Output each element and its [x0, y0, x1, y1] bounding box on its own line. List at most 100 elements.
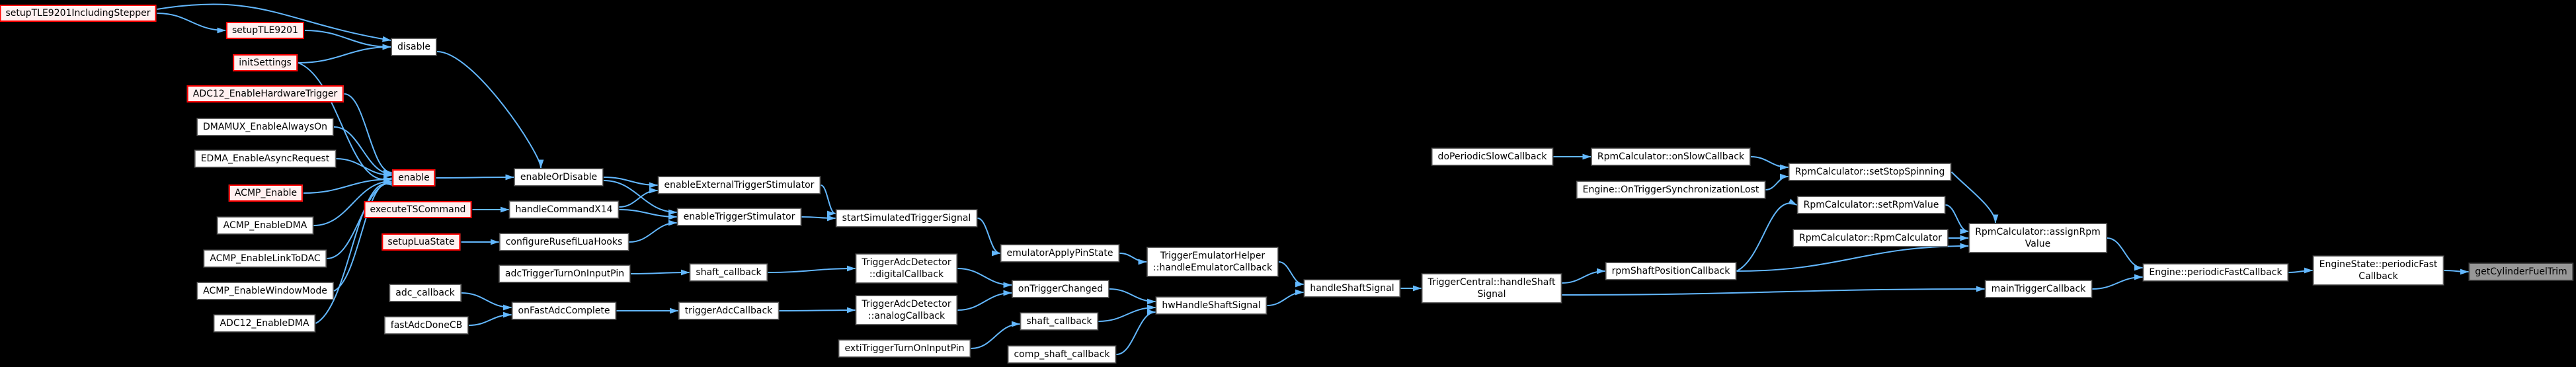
graph-node-label: handleShaftSignal [1310, 283, 1394, 294]
graph-node-label: onFastAdcComplete [518, 306, 610, 316]
graph-node-executeTSCommand[interactable]: executeTSCommand [364, 201, 472, 218]
edge-configureRusefiLuaHooks-to-enableTriggerStimulator [629, 220, 677, 243]
graph-node-label: triggerAdcCallback [684, 306, 773, 316]
graph-node-label: adc_callback [395, 288, 455, 298]
graph-node-ACMP_EnableLinkToDAC[interactable]: ACMP_EnableLinkToDAC [204, 250, 327, 267]
graph-node-doPeriodicSlowCallback[interactable]: doPeriodicSlowCallback [1431, 148, 1553, 165]
edge-shaft_callback_1-to-TriggerAdcDetector_digitalCallback [768, 265, 856, 273]
edge-enableTriggerStimulator-to-startSimulatedTriggerSignal [801, 215, 836, 222]
graph-node-label: Signal [1477, 289, 1506, 300]
graph-node-configureRusefiLuaHooks[interactable]: configureRusefiLuaHooks [499, 233, 629, 251]
graph-node-EDMA_EnableAsyncRequest[interactable]: EDMA_EnableAsyncRequest [194, 150, 336, 167]
graph-node-hwHandleShaftSignal[interactable]: hwHandleShaftSignal [1156, 297, 1267, 314]
edge-setupTLE9201IncludingStepper-to-disable [157, 3, 391, 42]
edge-EDMA_EnableAsyncRequest-to-enable [336, 158, 392, 179]
graph-node-RpmCalculator_onSlowCallback[interactable]: RpmCalculator::onSlowCallback [1591, 148, 1751, 165]
graph-node-setupLuaState[interactable]: setupLuaState [382, 233, 461, 251]
graph-node-TriggerEmulatorHelper_handleEmulatorCallback[interactable]: TriggerEmulatorHelper::handleEmulatorCal… [1147, 247, 1279, 276]
graph-node-label: enableExternalTriggerStimulator [664, 180, 815, 190]
graph-node-RpmCalculator_setStopSpinning[interactable]: RpmCalculator::setStopSpinning [1789, 163, 1951, 181]
graph-node-ACMP_EnableWindowMode[interactable]: ACMP_EnableWindowMode [197, 282, 333, 300]
graph-node-handleCommandX14[interactable]: handleCommandX14 [509, 201, 619, 218]
edge-TriggerAdcDetector_analogCallback-to-onTriggerChanged [957, 290, 1012, 311]
graph-node-triggerAdcCallback[interactable]: triggerAdcCallback [678, 302, 779, 319]
graph-node-extiTriggerTurnOnInputPin[interactable]: extiTriggerTurnOnInputPin [838, 340, 971, 357]
graph-node-enable[interactable]: enable [392, 169, 436, 186]
edge-startSimulatedTriggerSignal-to-emulatorApplyPinState [977, 218, 1000, 257]
graph-node-label: TriggerCentral::handleShaft [1428, 277, 1556, 288]
graph-node-ACMP_EnableDMA[interactable]: ACMP_EnableDMA [217, 217, 313, 234]
edge-enableOrDisable-to-enableTriggerStimulator [603, 180, 677, 216]
graph-node-label: doPeriodicSlowCallback [1437, 151, 1547, 162]
graph-node-adc_callback[interactable]: adc_callback [389, 284, 461, 302]
graph-node-label: startSimulatedTriggerSignal [842, 213, 971, 224]
graph-node-shaft_callback_2[interactable]: shaft_callback [1020, 313, 1098, 330]
graph-node-ACMP_Enable[interactable]: ACMP_Enable [228, 184, 303, 202]
graph-node-onTriggerChanged[interactable]: onTriggerChanged [1012, 280, 1109, 298]
edge-Engine_periodicFastCallback-to-EngineState_periodicFastCallback [2288, 267, 2313, 274]
edge-enableOrDisable-to-enableExternalTriggerStimulator [603, 177, 658, 188]
graph-node-RpmCalculator_setRpmValue[interactable]: RpmCalculator::setRpmValue [1797, 196, 1945, 214]
graph-node-label: hwHandleShaftSignal [1162, 300, 1261, 311]
graph-node-fastAdcDoneCB[interactable]: fastAdcDoneCB [384, 317, 469, 334]
graph-node-DMAMUX_EnableAlwaysOn[interactable]: DMAMUX_EnableAlwaysOn [196, 118, 334, 136]
graph-node-disable[interactable]: disable [391, 38, 437, 56]
graph-node-mainTriggerCallback[interactable]: mainTriggerCallback [1985, 280, 2092, 298]
graph-node-label: TriggerEmulatorHelper [1160, 251, 1266, 261]
edge-initSettings-to-enable [298, 62, 392, 184]
graph-node-label: Engine::OnTriggerSynchronizationLost [1582, 184, 1759, 195]
graph-node-getCylinderFuelTrim: getCylinderFuelTrim [2469, 263, 2573, 280]
graph-node-ADC12_EnableDMA[interactable]: ADC12_EnableDMA [214, 315, 315, 332]
graph-node-label: onTriggerChanged [1018, 284, 1104, 294]
edge-ADC12_EnableDMA-to-enable [315, 179, 392, 324]
edge-mainTriggerCallback-to-Engine_periodicFastCallback [2092, 274, 2143, 290]
graph-node-adcTriggerTurnOnInputPin[interactable]: adcTriggerTurnOnInputPin [499, 265, 631, 282]
graph-node-label: executeTSCommand [370, 204, 466, 215]
graph-node-label: TriggerAdcDetector [862, 257, 951, 268]
graph-node-label: setupTLE9201IncludingStepper [5, 8, 151, 19]
graph-node-enableExternalTriggerStimulator[interactable]: enableExternalTriggerStimulator [658, 177, 821, 194]
graph-node-shaft_callback_1[interactable]: shaft_callback [690, 264, 768, 281]
graph-node-label: extiTriggerTurnOnInputPin [844, 343, 965, 354]
graph-node-setupTLE9201IncludingStepper[interactable]: setupTLE9201IncludingStepper [0, 5, 157, 22]
graph-node-TriggerAdcDetector_digitalCallback[interactable]: TriggerAdcDetector::digitalCallback [856, 254, 957, 283]
edge-fastAdcDoneCB-to-onFastAdcComplete [468, 311, 512, 326]
graph-node-label: ACMP_Enable [234, 188, 298, 198]
graph-node-label: ::digitalCallback [869, 269, 944, 280]
edge-TriggerCentral_handleShaftSignal-to-mainTriggerCallback [1562, 286, 1985, 296]
graph-node-initSettings[interactable]: initSettings [233, 54, 298, 71]
graph-node-label: emulatorApplyPinState [1006, 248, 1113, 259]
edge-emulatorApplyPinState-to-TriggerEmulatorHelper_handleEmulatorCallback [1119, 253, 1147, 265]
graph-node-TriggerAdcDetector_analogCallback[interactable]: TriggerAdcDetector::analogCallback [856, 296, 957, 325]
edge-onTriggerChanged-to-hwHandleShaftSignal [1109, 288, 1156, 305]
graph-node-RpmCalculator_RpmCalculator[interactable]: RpmCalculator::RpmCalculator [1793, 229, 1948, 247]
graph-node-ADC12_EnableHardwareTrigger[interactable]: ADC12_EnableHardwareTrigger [186, 85, 344, 102]
edge-enableExternalTriggerStimulator-to-startSimulatedTriggerSignal [821, 184, 836, 217]
graph-node-Engine_OnTriggerSynchronizationLost[interactable]: Engine::OnTriggerSynchronizationLost [1576, 181, 1765, 198]
graph-node-startSimulatedTriggerSignal[interactable]: startSimulatedTriggerSignal [836, 210, 977, 227]
graph-node-label: configureRusefiLuaHooks [505, 237, 623, 247]
graph-node-label: shaft_callback [1026, 316, 1092, 327]
graph-node-Engine_periodicFastCallback[interactable]: Engine::periodicFastCallback [2143, 264, 2288, 281]
graph-node-label: setupTLE9201 [232, 25, 298, 36]
graph-node-onFastAdcComplete[interactable]: onFastAdcComplete [512, 302, 616, 319]
graph-node-emulatorApplyPinState[interactable]: emulatorApplyPinState [1000, 245, 1119, 262]
graph-node-rpmShaftPositionCallback[interactable]: rpmShaftPositionCallback [1605, 263, 1736, 280]
graph-node-label: Callback [2358, 271, 2398, 282]
edge-setupTLE9201-to-disable [304, 30, 391, 50]
edge-EngineState_periodicFastCallback-to-getCylinderFuelTrim [2444, 268, 2469, 275]
graph-node-handleShaftSignal[interactable]: handleShaftSignal [1304, 280, 1400, 297]
graph-node-label: getCylinderFuelTrim [2475, 266, 2567, 277]
edge-ACMP_Enable-to-enable [303, 176, 392, 194]
graph-node-enableOrDisable[interactable]: enableOrDisable [514, 169, 604, 186]
graph-node-enableTriggerStimulator[interactable]: enableTriggerStimulator [677, 208, 801, 225]
edge-TriggerAdcDetector_digitalCallback-to-onTriggerChanged [957, 268, 1012, 288]
graph-node-label: EngineState::periodicFast [2319, 259, 2438, 270]
edge-handleCommandX14-to-enableExternalTriggerStimulator [619, 187, 658, 208]
graph-node-setupTLE9201[interactable]: setupTLE9201 [226, 22, 304, 39]
graph-node-comp_shaft_callback[interactable]: comp_shaft_callback [1008, 346, 1116, 363]
edge-comp_shaft_callback-to-hwHandleShaftSignal [1116, 309, 1156, 355]
